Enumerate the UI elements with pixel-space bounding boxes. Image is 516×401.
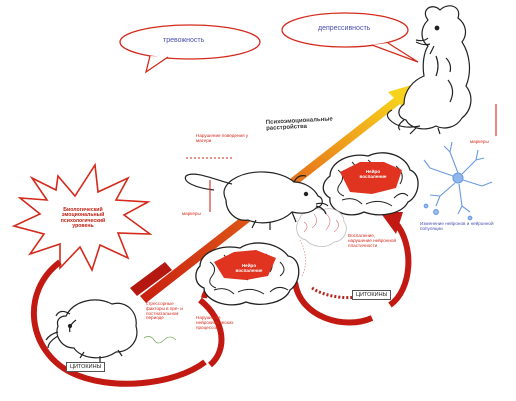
early-stress-note: Нарушение поведения у матери [196,133,249,143]
brain-center-label: Нейро воспаление [235,263,263,273]
brain-center [195,242,300,306]
cytokines-box-left: ЦИТОКИНЫ [66,362,106,372]
depression-label: депрессивность [318,25,371,32]
neuron-note: Изменение нейронов и нейронной популяции [420,221,494,231]
cortex-note: Нарушение нейрохимических процессов [196,315,234,330]
neuron-icon [423,141,493,221]
anxiety-bubble [119,24,261,74]
marker-mid-label: маркеры [182,211,201,216]
depression-bubble [281,12,419,63]
cytokine-traces [143,239,306,344]
brain-small [296,208,347,247]
prefrontal-note: Воспаление, нарушение нейронной пластичн… [348,233,397,248]
anxiety-label: тревожность [163,37,205,44]
middle-rat [184,171,329,230]
young-rat [45,299,138,362]
standing-rat [386,5,472,135]
stress-note: стрессорные факторы в пре- и постнатальн… [146,301,183,321]
cytokines-box-right: ЦИТОКИНЫ [352,290,392,300]
marker-lines [186,104,497,212]
brain-top [322,152,419,216]
star-label: Биологический эмоциональный психологичес… [60,207,106,230]
trauma-star [11,162,153,273]
brain-top-label: Нейро воспаление [359,169,387,179]
marker-right-label: маркеры [470,139,489,144]
